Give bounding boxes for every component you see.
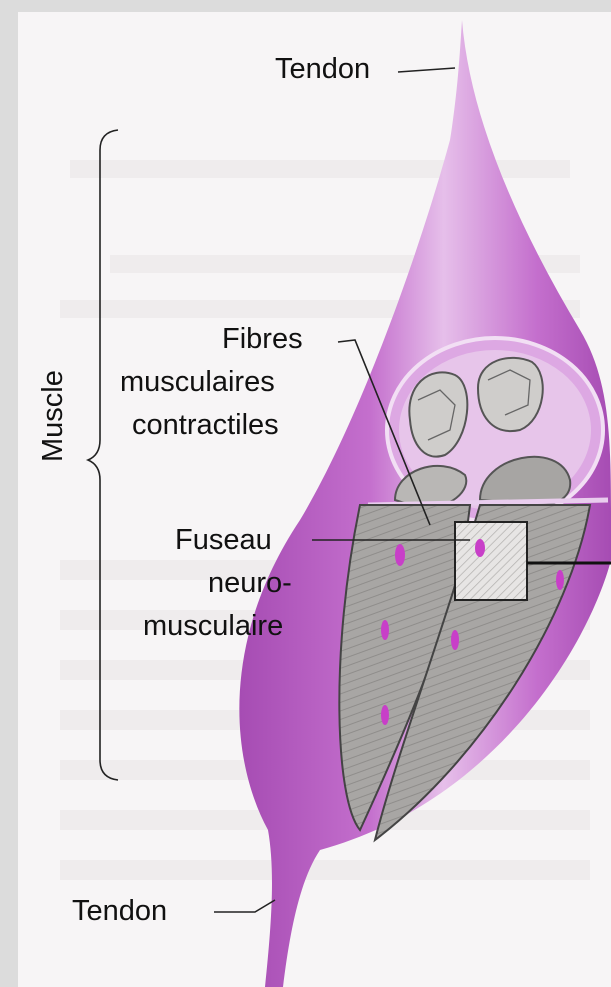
label-fuseau-line1: Fuseau	[175, 523, 272, 557]
label-fuseau-line2: neuro-	[208, 566, 292, 600]
label-fuseau-line3: musculaire	[143, 609, 283, 643]
label-fibres-line3: contractiles	[132, 408, 279, 442]
label-fibres-line2: musculaires	[120, 365, 275, 399]
label-fibres-line1: Fibres	[222, 322, 303, 356]
spindle-box	[455, 522, 527, 600]
label-tendon-bottom: Tendon	[72, 894, 167, 928]
label-muscle: Muscle	[36, 370, 70, 462]
label-tendon-top: Tendon	[275, 52, 370, 86]
